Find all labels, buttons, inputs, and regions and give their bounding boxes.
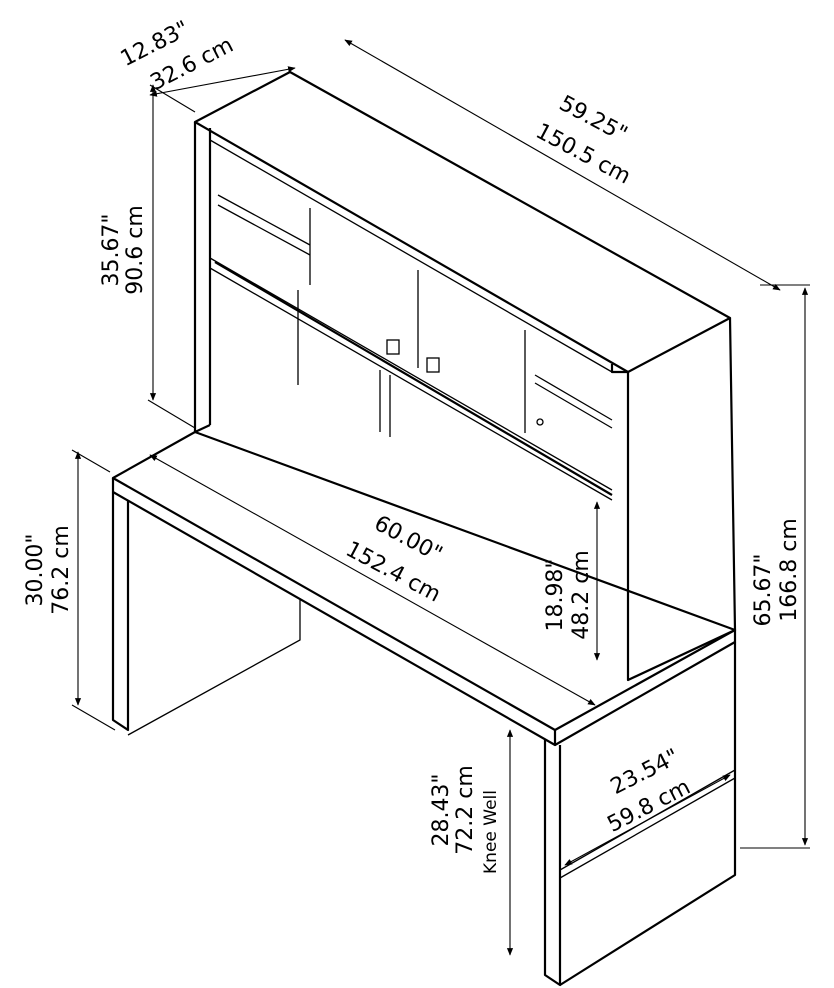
clearance-in: 18.98": [543, 558, 568, 631]
desk-height-in: 30.00": [23, 533, 48, 606]
desk-height-cm: 76.2 cm: [49, 525, 74, 615]
overall-height-cm: 166.8 cm: [777, 518, 802, 622]
overall-height-in: 65.67": [751, 553, 776, 626]
hutch-outline: [193, 70, 737, 682]
clearance-cm: 48.2 cm: [569, 550, 594, 640]
hutch-height-in: 35.67": [99, 213, 124, 286]
dimension-labels: 12.83" 32.6 cm 59.25" 150.5 cm 35.67" 90…: [23, 16, 802, 874]
desk-outline: [111, 430, 737, 987]
knee-well-in: 28.43": [429, 773, 454, 846]
knee-well-label: Knee Well: [481, 790, 501, 874]
dimension-lines: [71, 39, 810, 956]
knee-well-cm: 72.2 cm: [453, 765, 478, 855]
door-handle-icon: [386, 339, 400, 355]
hutch-height-cm: 90.6 cm: [123, 205, 148, 295]
door-handle-icon: [426, 357, 440, 373]
